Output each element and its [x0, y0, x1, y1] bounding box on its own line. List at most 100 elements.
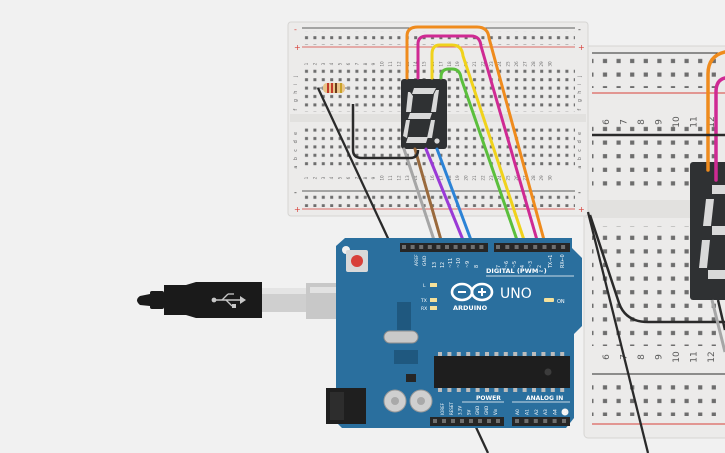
column-number: 22 [480, 61, 485, 67]
tx-led [430, 298, 437, 302]
row-letter: j [577, 76, 583, 78]
pin-hole [433, 419, 437, 423]
segment-a [412, 88, 436, 94]
pin-hole [442, 419, 446, 423]
column-number: 12 [396, 61, 401, 67]
chip-pin [447, 388, 452, 392]
pin-hole [561, 245, 566, 249]
wire-black-large-short[interactable] [716, 299, 725, 331]
column-number: 1 [304, 176, 309, 179]
wire-purple[interactable] [424, 147, 465, 242]
column-number: 9 [371, 176, 376, 179]
analog-pin-label: A5 [562, 409, 568, 415]
column-number: 3 [321, 176, 326, 179]
row-letter: a [293, 166, 299, 169]
chip-pin [550, 388, 555, 392]
column-number: 28 [531, 61, 536, 67]
power-header [430, 417, 504, 426]
wire-magenta-large[interactable] [714, 76, 725, 182]
column-number: 25 [506, 175, 511, 181]
column-number: 24 [497, 175, 502, 181]
power-led [544, 298, 554, 302]
chip-pin [466, 388, 471, 392]
rx-led-label: RX [421, 306, 427, 312]
wire-black-large-bottom[interactable] [588, 214, 725, 324]
column-number: 15 [422, 61, 427, 67]
power-pin-label: 3.3V [458, 406, 463, 415]
column-number: 25 [506, 61, 511, 67]
pin-hole [487, 419, 491, 423]
power-pin-label: GND [484, 406, 489, 415]
wire-gray[interactable] [402, 147, 436, 242]
pin-hole [524, 419, 529, 423]
big-column-number: 10 [672, 351, 682, 363]
column-number: 21 [472, 175, 477, 181]
column-number: 11 [388, 175, 393, 181]
segment-d [406, 137, 428, 143]
row-letter: b [293, 157, 299, 160]
seven-segment-display[interactable] [401, 79, 447, 149]
segment-d-large [708, 270, 725, 279]
column-number: 18 [447, 61, 452, 67]
wire-brown[interactable] [413, 147, 443, 242]
wire-blue[interactable] [435, 147, 473, 242]
pin-hole [523, 245, 528, 249]
wire-orange-large[interactable] [706, 50, 725, 172]
power-label: POWER [476, 395, 501, 402]
chip-pin [513, 388, 518, 392]
row-letter: b [577, 157, 583, 160]
digital-pwm-label: DIGITAL (PWM~) [486, 267, 547, 275]
digital-pin-label: ~9 [465, 261, 471, 268]
l-led [430, 283, 437, 287]
usb-cable[interactable] [137, 282, 342, 319]
big-column-number: 11 [690, 116, 700, 127]
chip-pin [503, 352, 508, 356]
column-number: 19 [455, 175, 460, 181]
column-number: 30 [548, 175, 553, 181]
analog-pin-label: A2 [534, 409, 540, 415]
tx-led-label: TX [420, 298, 427, 304]
column-number: 2 [312, 176, 317, 179]
pin-hole [445, 245, 449, 249]
column-number: 9 [371, 62, 376, 65]
column-number: 4 [329, 62, 334, 65]
row-letter: g [293, 99, 299, 102]
wire-yellow[interactable] [430, 43, 526, 242]
row-letter: d [577, 140, 583, 143]
wire-green[interactable] [439, 67, 519, 242]
wire-magenta[interactable] [416, 34, 539, 242]
column-number: 14 [413, 175, 418, 181]
big-column-number: 6 [602, 354, 612, 360]
chip-pin [438, 388, 442, 392]
digital-pin-label: 13 [432, 262, 438, 268]
column-number: 8 [363, 176, 368, 179]
wire-black-long-right[interactable] [586, 211, 650, 453]
column-number: 27 [522, 175, 527, 181]
chip-pin [560, 388, 565, 392]
row-letter: f [293, 109, 299, 111]
digital-pin-label: ~10 [456, 258, 462, 268]
pin-hole [496, 419, 500, 423]
pin-hole [451, 419, 455, 423]
column-number: 17 [438, 61, 443, 67]
wire-orange[interactable] [405, 25, 546, 242]
l-led-label: L [423, 283, 426, 289]
chip-pin [494, 388, 499, 392]
resistor[interactable] [316, 83, 350, 93]
power-pin-label: Vin [493, 408, 498, 415]
wire-gray-large[interactable] [710, 299, 725, 353]
reset-button-cap[interactable] [351, 255, 363, 267]
chip-pin [438, 352, 442, 356]
big-column-number: 11 [690, 351, 700, 362]
column-number: 13 [405, 175, 410, 181]
seven-segment-display-large[interactable] [690, 162, 725, 300]
row-letter: c [577, 149, 583, 152]
big-column-number: 9 [655, 354, 665, 360]
wire-black-small[interactable] [351, 104, 420, 160]
